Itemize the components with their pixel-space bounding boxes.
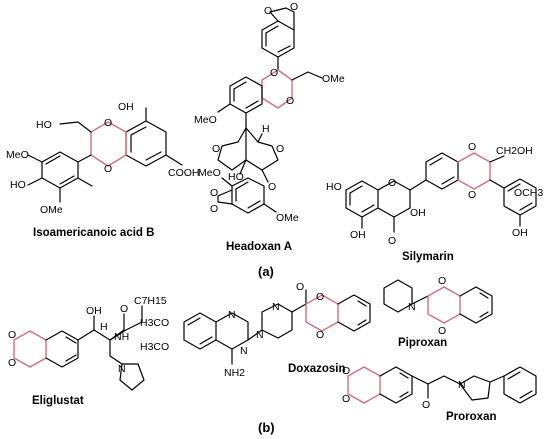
structure-headoxan-a [217, 7, 323, 214]
compound-name-silymarin: Silymarin [402, 251, 454, 263]
atom-label: NH [114, 331, 129, 343]
atom-label: OH [512, 227, 528, 239]
atom-label: O [276, 143, 284, 155]
atom-label: O [316, 291, 324, 303]
atom-label: OH [118, 101, 134, 113]
atom-label: HO [10, 179, 26, 191]
atom-label: O [8, 357, 16, 369]
compound-name-proroxan: Proroxan [446, 411, 497, 423]
atom-label: H3CO [140, 317, 169, 329]
atom-label: N [408, 301, 416, 313]
compound-name-doxazosin: Doxazosin [288, 363, 346, 375]
atom-label: C7H15 [134, 295, 167, 307]
atom-label: N [228, 309, 236, 321]
structure-proroxan [347, 366, 537, 404]
atom-label: N [272, 301, 280, 313]
atom-label: O [8, 329, 16, 341]
structure-isoamericanoic-acid-b [27, 107, 183, 203]
atom-label: COOH [168, 167, 200, 179]
atom-label: HO [326, 181, 342, 193]
atom-label: O [212, 143, 220, 155]
atom-label: O [388, 177, 396, 189]
panel-label-a: (a) [258, 264, 274, 279]
atom-label: O [438, 275, 446, 287]
atom-label: HO [228, 171, 244, 183]
atom-label: OMe [322, 73, 345, 85]
atom-label: O [342, 393, 350, 405]
atom-label: N [256, 329, 264, 341]
structure-eliglustat [13, 305, 145, 391]
atom-label: O [468, 189, 476, 201]
atom-label: NH2 [224, 367, 245, 379]
atom-label: O [268, 181, 276, 193]
atom-label: H [262, 123, 270, 135]
atom-label: MeO [6, 149, 29, 161]
atom-label: OMe [40, 204, 63, 216]
atom-label: HO [36, 119, 52, 131]
atom-label: O [120, 303, 128, 315]
atom-label: N [118, 363, 126, 375]
atom-label: O [264, 5, 272, 17]
atom-label: MeO [198, 167, 221, 179]
structure-silymarin [345, 152, 537, 233]
atom-label: OH [86, 305, 102, 317]
compound-name-piproxan: Piproxan [398, 337, 447, 349]
atom-label: O [210, 203, 218, 215]
atom-label: N [458, 379, 466, 391]
structure-piproxan [383, 279, 493, 324]
panel-label-b: (b) [258, 420, 275, 435]
compound-name-isoamericanoic-acid-b: Isoamericanoic acid B [33, 227, 154, 239]
atom-label: O [290, 1, 298, 13]
atom-label: OH [350, 229, 366, 241]
atom-label: O [468, 141, 476, 153]
atom-label: O [438, 325, 446, 337]
structure-doxazosin [183, 289, 371, 365]
atom-label: N [240, 345, 248, 357]
atom-label: O [296, 281, 304, 293]
atom-label: O [286, 95, 294, 107]
atom-label: OH [410, 207, 426, 219]
atom-label: H3CO [140, 341, 169, 353]
atom-label: O [210, 187, 218, 199]
compound-name-headoxan-a: Headoxan A [226, 241, 292, 253]
atom-label: H [100, 321, 108, 333]
atom-label: O [104, 163, 112, 175]
atom-label: O [104, 117, 112, 129]
atom-label: MeO [194, 114, 217, 126]
atom-label: O [342, 365, 350, 377]
compound-name-eliglustat: Eliglustat [32, 395, 84, 407]
atom-label: O [316, 329, 324, 341]
atom-label: OMe [276, 212, 299, 224]
atom-label: O [270, 67, 278, 79]
atom-label: O [422, 399, 430, 411]
atom-label: CH2OH [496, 145, 533, 157]
atom-label: OCH3 [514, 187, 543, 199]
atom-label: O [388, 235, 396, 247]
